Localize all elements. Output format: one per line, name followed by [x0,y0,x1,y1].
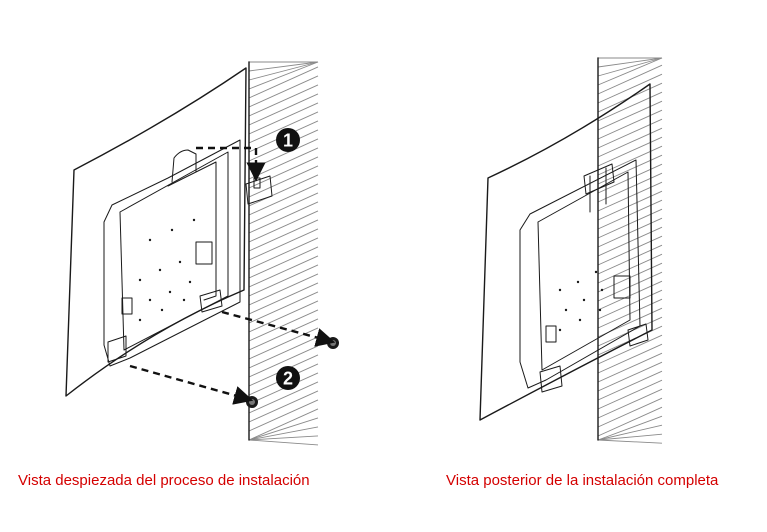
completed-view-illustration [479,57,663,444]
wall-bracket-top-left [245,175,273,205]
step-1-badge: 1 [276,128,300,152]
wall-left [248,61,319,446]
wall-anchor-lower [246,396,258,408]
tv-panel-left [65,67,247,397]
tv-panel-right [479,83,653,421]
exploded-view-illustration: 1 2 [65,61,339,446]
caption-complete-view: Vista posterior de la instalación comple… [446,472,719,489]
svg-text:2: 2 [283,369,293,389]
path-hook-to-bracket [196,146,266,182]
step-2-badge: 2 [276,366,300,390]
path-foot-to-lower-anchor [129,364,254,405]
svg-text:1: 1 [283,131,293,151]
caption-exploded-view: Vista despiezada del proceso de instalac… [18,472,310,489]
wall-anchor-upper [327,337,339,349]
path-clip-to-upper-anchor [221,310,336,347]
wall-right [597,57,663,444]
